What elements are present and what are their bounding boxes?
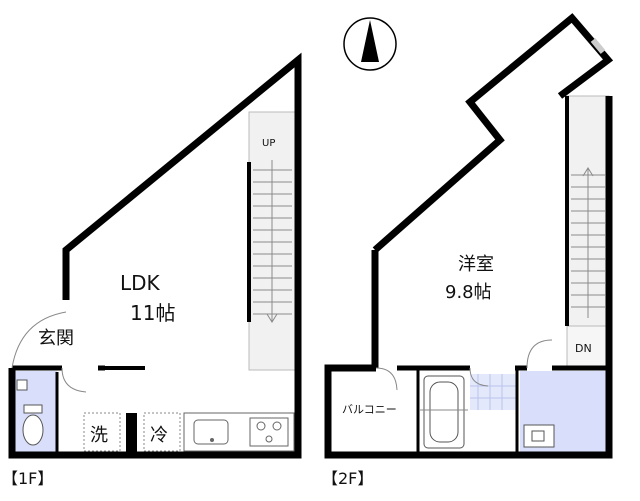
- washer-label: 洗: [90, 425, 108, 446]
- ldk-label: LDK: [120, 271, 161, 295]
- fridge-space: [143, 412, 181, 452]
- fridge-label: 冷: [150, 425, 168, 446]
- sink-icon: [193, 419, 229, 445]
- washer-space: [83, 412, 121, 452]
- room-size: 9.8帖: [445, 282, 492, 303]
- room-label: 洋室: [458, 254, 494, 275]
- balcony-label: バルコニー: [342, 403, 397, 416]
- entrance-door-swing: [11, 311, 67, 369]
- stairs-dn-label: DN: [575, 342, 592, 355]
- stair-treads-1f: [253, 160, 292, 323]
- door-swing-icon: [61, 367, 87, 393]
- pillar: [126, 413, 137, 453]
- floor-1-label: 【1F】: [2, 469, 53, 488]
- entrance-label: 玄関: [38, 328, 74, 349]
- sink-icon: [523, 424, 555, 448]
- door-swing-icon: [526, 339, 553, 369]
- bathtub-icon: [420, 375, 468, 449]
- stairs-up-label: UP: [262, 138, 275, 149]
- door-swing-icon: [375, 367, 398, 391]
- tile-floor: [470, 374, 516, 410]
- ldk-size: 11帖: [130, 301, 175, 325]
- stove-icon: [249, 417, 289, 447]
- floor-1-plan: LDK 11帖 玄関 UP 洗 冷: [8, 52, 302, 459]
- north-compass-icon: [343, 17, 397, 71]
- door-swing-icon: [469, 367, 489, 387]
- floor-2-plan: 洋室 9.8帖 バルコニー DN: [324, 13, 614, 459]
- toilet-icon: [16, 379, 44, 446]
- stair-treads-2f: [571, 167, 605, 318]
- floor-2-label: 【2F】: [322, 469, 373, 488]
- window-mark: [590, 38, 606, 54]
